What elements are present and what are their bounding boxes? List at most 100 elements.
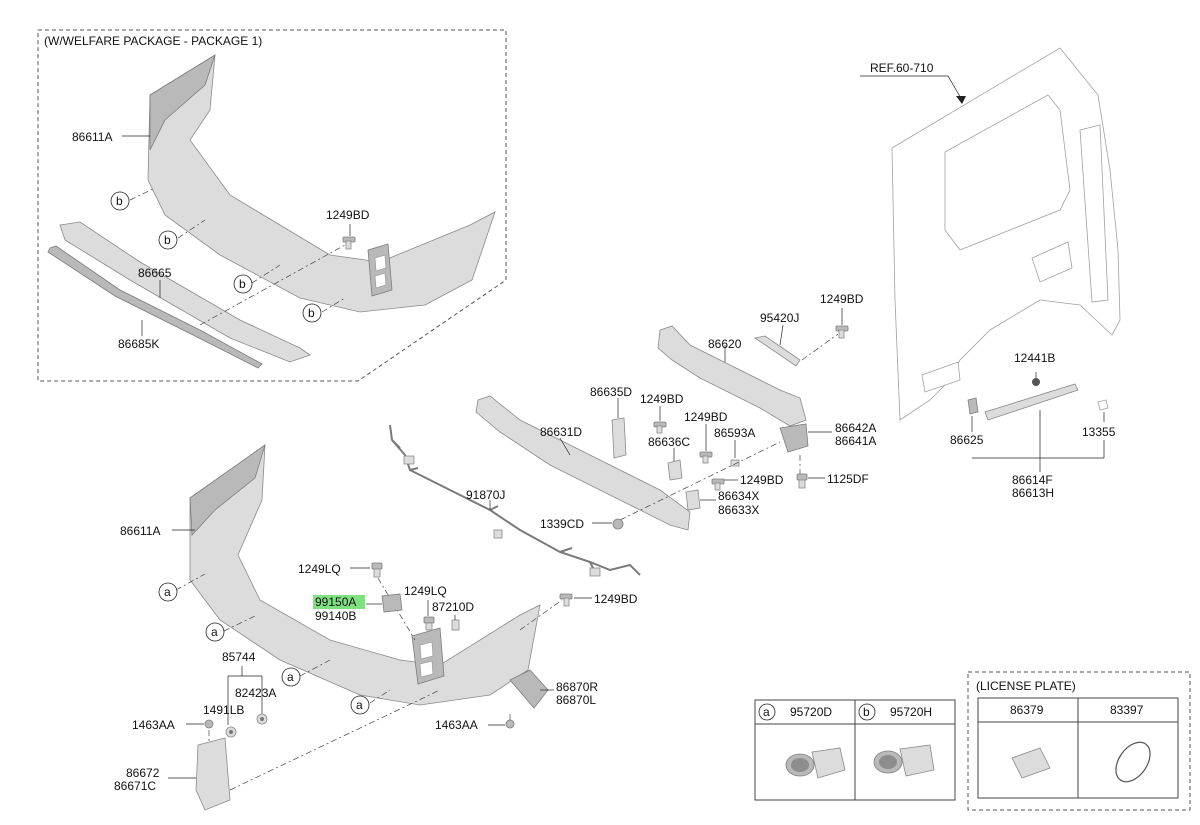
label-86642A[interactable]: 86642A (835, 421, 876, 435)
label-85744[interactable]: 85744 (222, 650, 256, 664)
strip-86685K (47, 245, 263, 369)
label-99140B[interactable]: 99140B (315, 609, 356, 623)
label-86672[interactable]: 86672 (126, 766, 160, 780)
label-91870J[interactable]: 91870J (466, 488, 505, 502)
svg-text:b: b (116, 194, 123, 208)
screw-1249LQ-a (371, 562, 383, 578)
label-1249BD-bottom[interactable]: 1249BD (594, 592, 638, 606)
label-1125DF[interactable]: 1125DF (827, 472, 869, 486)
label-86641A[interactable]: 86641A (835, 434, 876, 448)
svg-text:a: a (287, 670, 294, 684)
label-86671C[interactable]: 86671C (114, 779, 156, 793)
label-86870R[interactable]: 86870R (556, 680, 598, 694)
license-part-83397[interactable]: 83397 (1110, 703, 1144, 717)
ref-label[interactable]: REF.60-710 (870, 61, 934, 75)
bracket-86635D (611, 417, 627, 459)
label-86665[interactable]: 86665 (138, 266, 172, 280)
clip-1463AA-left (204, 719, 214, 729)
label-86685K[interactable]: 86685K (118, 337, 159, 351)
screw-1249BD-r4 (711, 478, 725, 491)
license-part-86379[interactable]: 86379 (1010, 703, 1044, 717)
clip-86636C (667, 459, 683, 481)
bracket-95420J (753, 335, 801, 367)
label-1249BD-top[interactable]: 1249BD (326, 208, 370, 222)
license-lamp-86379-image (1011, 747, 1051, 779)
callout-a-4: a (350, 695, 370, 715)
label-86613H[interactable]: 86613H (1012, 486, 1054, 500)
bracket-86634X (685, 489, 701, 511)
label-1463AA-right[interactable]: 1463AA (435, 718, 478, 732)
label-87210D[interactable]: 87210D (432, 600, 474, 614)
nut-1339CD (612, 518, 624, 530)
label-86625[interactable]: 86625 (950, 433, 984, 447)
label-86635D[interactable]: 86635D (590, 385, 632, 399)
label-1463AA-left[interactable]: 1463AA (132, 718, 175, 732)
svg-text:b: b (239, 277, 246, 291)
label-86634X[interactable]: 86634X (718, 489, 759, 503)
label-13355[interactable]: 13355 (1082, 425, 1116, 439)
screw-1249BD-r1 (835, 325, 849, 339)
sensor-95720H-image (873, 744, 935, 777)
label-95420J[interactable]: 95420J (760, 311, 799, 325)
svg-text:a: a (356, 698, 363, 712)
bracket-86642A (779, 423, 809, 453)
body-side-panel-outline (891, 47, 1121, 421)
label-1249BD-r4[interactable]: 1249BD (740, 473, 784, 487)
bolt-1125DF (796, 473, 808, 489)
svg-text:b: b (164, 233, 171, 247)
license-plate-box: (LICENSE PLATE) 86379 83397 (967, 671, 1191, 811)
callout-b-4: b (302, 303, 322, 323)
clip-1491LB (225, 726, 237, 738)
label-86636C[interactable]: 86636C (648, 435, 690, 449)
svg-text:a: a (211, 625, 218, 639)
rear-bumper-cover-top (147, 54, 496, 313)
sensor-part-95720D[interactable]: 95720D (790, 705, 832, 719)
rail-86614F (967, 378, 1109, 421)
svg-text:b: b (308, 306, 315, 320)
label-82423A[interactable]: 82423A (235, 686, 276, 700)
welfare-package-box: (W/WELFARE PACKAGE - PACKAGE 1) (37, 29, 507, 382)
beam-86631D (475, 395, 691, 531)
callout-a-1: a (158, 582, 178, 602)
label-1249LQ-a[interactable]: 1249LQ (298, 562, 341, 576)
clip-1463AA-right (505, 719, 515, 729)
highlight-99150A (313, 595, 365, 609)
pad-87210D (451, 619, 460, 631)
callout-a-3: a (281, 667, 301, 687)
label-1249BD-r1[interactable]: 1249BD (820, 292, 864, 306)
pad-86593A (730, 459, 740, 467)
grommet-82423A (256, 713, 268, 725)
license-seal-83397-image (1115, 741, 1151, 783)
label-86611A-bottom[interactable]: 86611A (120, 524, 160, 538)
callout-b-3: b (233, 274, 253, 294)
svg-text:a: a (164, 585, 171, 599)
screw-1249BD-bottom (559, 593, 573, 607)
screw-1249BD-top (342, 236, 356, 250)
sensor-part-95720H[interactable]: 95720H (890, 705, 932, 719)
label-99150A[interactable]: 99150A (315, 595, 356, 609)
label-12441B[interactable]: 12441B (1014, 351, 1055, 365)
callout-b-1: b (110, 191, 130, 211)
bracket-99150A (381, 593, 403, 613)
label-86633X[interactable]: 86633X (718, 503, 759, 517)
screw-1249BD-r2 (653, 421, 667, 434)
label-1339CD[interactable]: 1339CD (540, 517, 584, 531)
label-1249BD-r2[interactable]: 1249BD (640, 392, 684, 406)
label-86593A[interactable]: 86593A (714, 426, 755, 440)
label-1491LB[interactable]: 1491LB (203, 703, 244, 717)
label-86614F[interactable]: 86614F (1012, 473, 1053, 487)
sensor-table: a 95720D b 95720H (754, 699, 956, 801)
label-1249LQ-b[interactable]: 1249LQ (404, 584, 447, 598)
label-86631D[interactable]: 86631D (540, 425, 582, 439)
screw-1249LQ-b (423, 616, 435, 631)
screw-1249BD-r3 (699, 451, 713, 464)
label-86870L[interactable]: 86870L (556, 693, 596, 707)
wiring-harness-91870J (389, 424, 641, 577)
label-86620[interactable]: 86620 (708, 337, 742, 351)
label-86611A-top[interactable]: 86611A (72, 130, 112, 144)
garnish-86665 (59, 221, 311, 363)
sensor-callout-a: a (763, 705, 770, 719)
label-1249BD-r3[interactable]: 1249BD (684, 410, 728, 424)
